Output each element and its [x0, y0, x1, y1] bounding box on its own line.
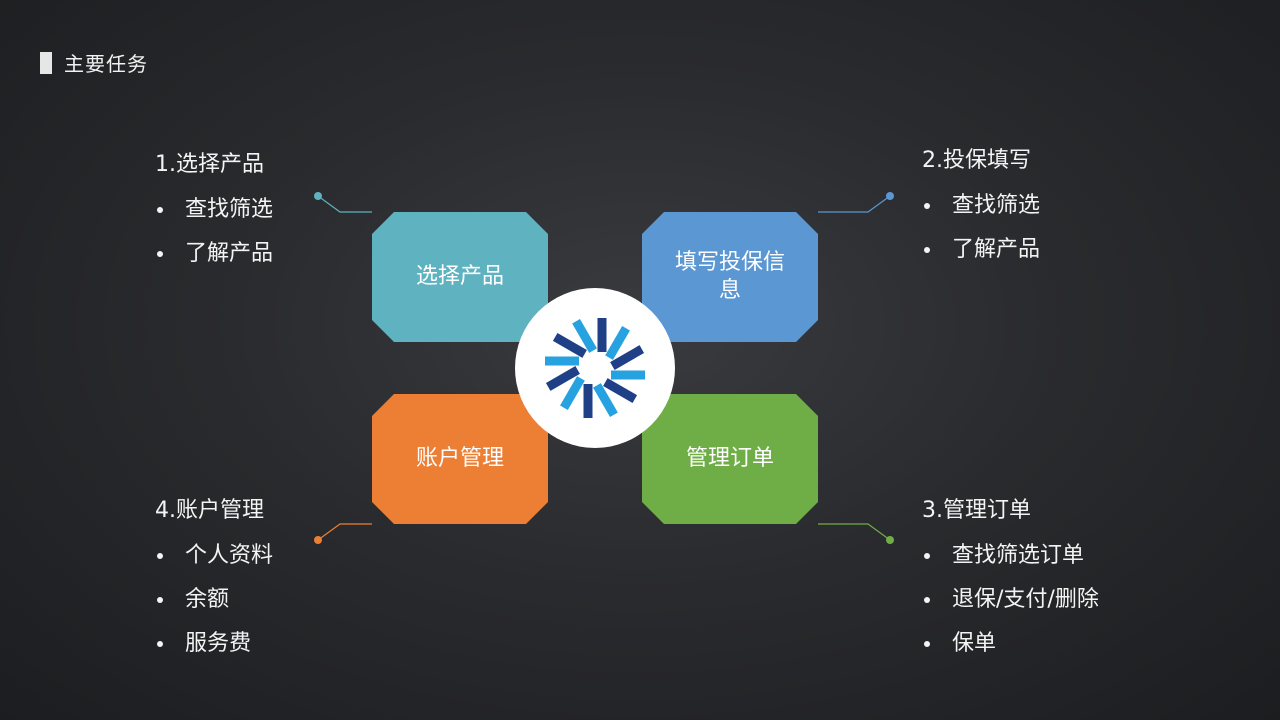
tile-label: 账户管理 — [415, 446, 504, 471]
connector-dot-3 — [886, 536, 894, 544]
pinwheel-logo-icon — [545, 318, 645, 418]
tile-select-product[interactable]: 选择产品 — [372, 212, 548, 342]
task-list: 查找筛选 了解产品 — [155, 188, 273, 276]
logo-blade — [572, 318, 597, 353]
list-item: 查找筛选订单 — [922, 534, 1099, 578]
logo-blade — [593, 383, 618, 418]
connector-dot-1 — [314, 192, 322, 200]
tile-account-management[interactable]: 账户管理 — [372, 394, 548, 524]
task-list: 个人资料 余额 服务费 — [155, 534, 273, 666]
connector-dot-2 — [886, 192, 894, 200]
task-group-manage-orders: 3.管理订单 查找筛选订单 退保/支付/删除 保单 — [922, 496, 1099, 666]
list-item: 服务费 — [155, 622, 273, 666]
page-title: 主要任务 — [64, 52, 148, 76]
task-heading: 4.账户管理 — [155, 498, 264, 523]
connector-dot-4 — [314, 536, 322, 544]
connector-1 — [317, 195, 372, 213]
logo-blade — [552, 333, 587, 358]
task-group-fill-application: 2.投保填写 查找筛选 了解产品 — [922, 146, 1040, 272]
logo-blade — [583, 384, 593, 418]
task-heading: 1.选择产品 — [155, 152, 264, 177]
logo-blade — [597, 318, 607, 352]
task-list: 查找筛选 了解产品 — [922, 184, 1040, 272]
tile-label: 管理订单 — [685, 446, 774, 471]
logo-blade — [545, 366, 580, 391]
list-item: 保单 — [922, 622, 1099, 666]
list-item: 查找筛选 — [155, 188, 273, 232]
logo-blade — [545, 356, 579, 366]
logo-blade — [605, 325, 630, 360]
task-group-account-management: 4.账户管理 个人资料 余额 服务费 — [155, 496, 273, 666]
logo-blade — [611, 370, 645, 380]
task-group-select-product: 1.选择产品 查找筛选 了解产品 — [155, 150, 273, 276]
tile-label: 选择产品 — [415, 264, 504, 289]
list-item: 了解产品 — [155, 232, 273, 276]
header-accent-bar — [40, 51, 52, 74]
logo-blade — [610, 345, 645, 370]
logo-blade — [603, 378, 638, 403]
connector-2 — [818, 195, 891, 213]
center-hub — [515, 288, 675, 448]
connector-4 — [317, 523, 372, 541]
logo-blade — [560, 376, 585, 411]
list-item: 个人资料 — [155, 534, 273, 578]
page-header: 主要任务 — [40, 48, 148, 77]
connector-3 — [818, 523, 891, 541]
task-heading: 2.投保填写 — [922, 148, 1031, 173]
tile-label: 填写投保信息 — [675, 250, 786, 303]
list-item: 余额 — [155, 578, 273, 622]
list-item: 了解产品 — [922, 228, 1040, 272]
list-item: 查找筛选 — [922, 184, 1040, 228]
task-list: 查找筛选订单 退保/支付/删除 保单 — [922, 534, 1099, 666]
tile-fill-application[interactable]: 填写投保信息 — [642, 212, 818, 342]
task-heading: 3.管理订单 — [922, 498, 1031, 523]
list-item: 退保/支付/删除 — [922, 578, 1099, 622]
tile-manage-orders[interactable]: 管理订单 — [642, 394, 818, 524]
